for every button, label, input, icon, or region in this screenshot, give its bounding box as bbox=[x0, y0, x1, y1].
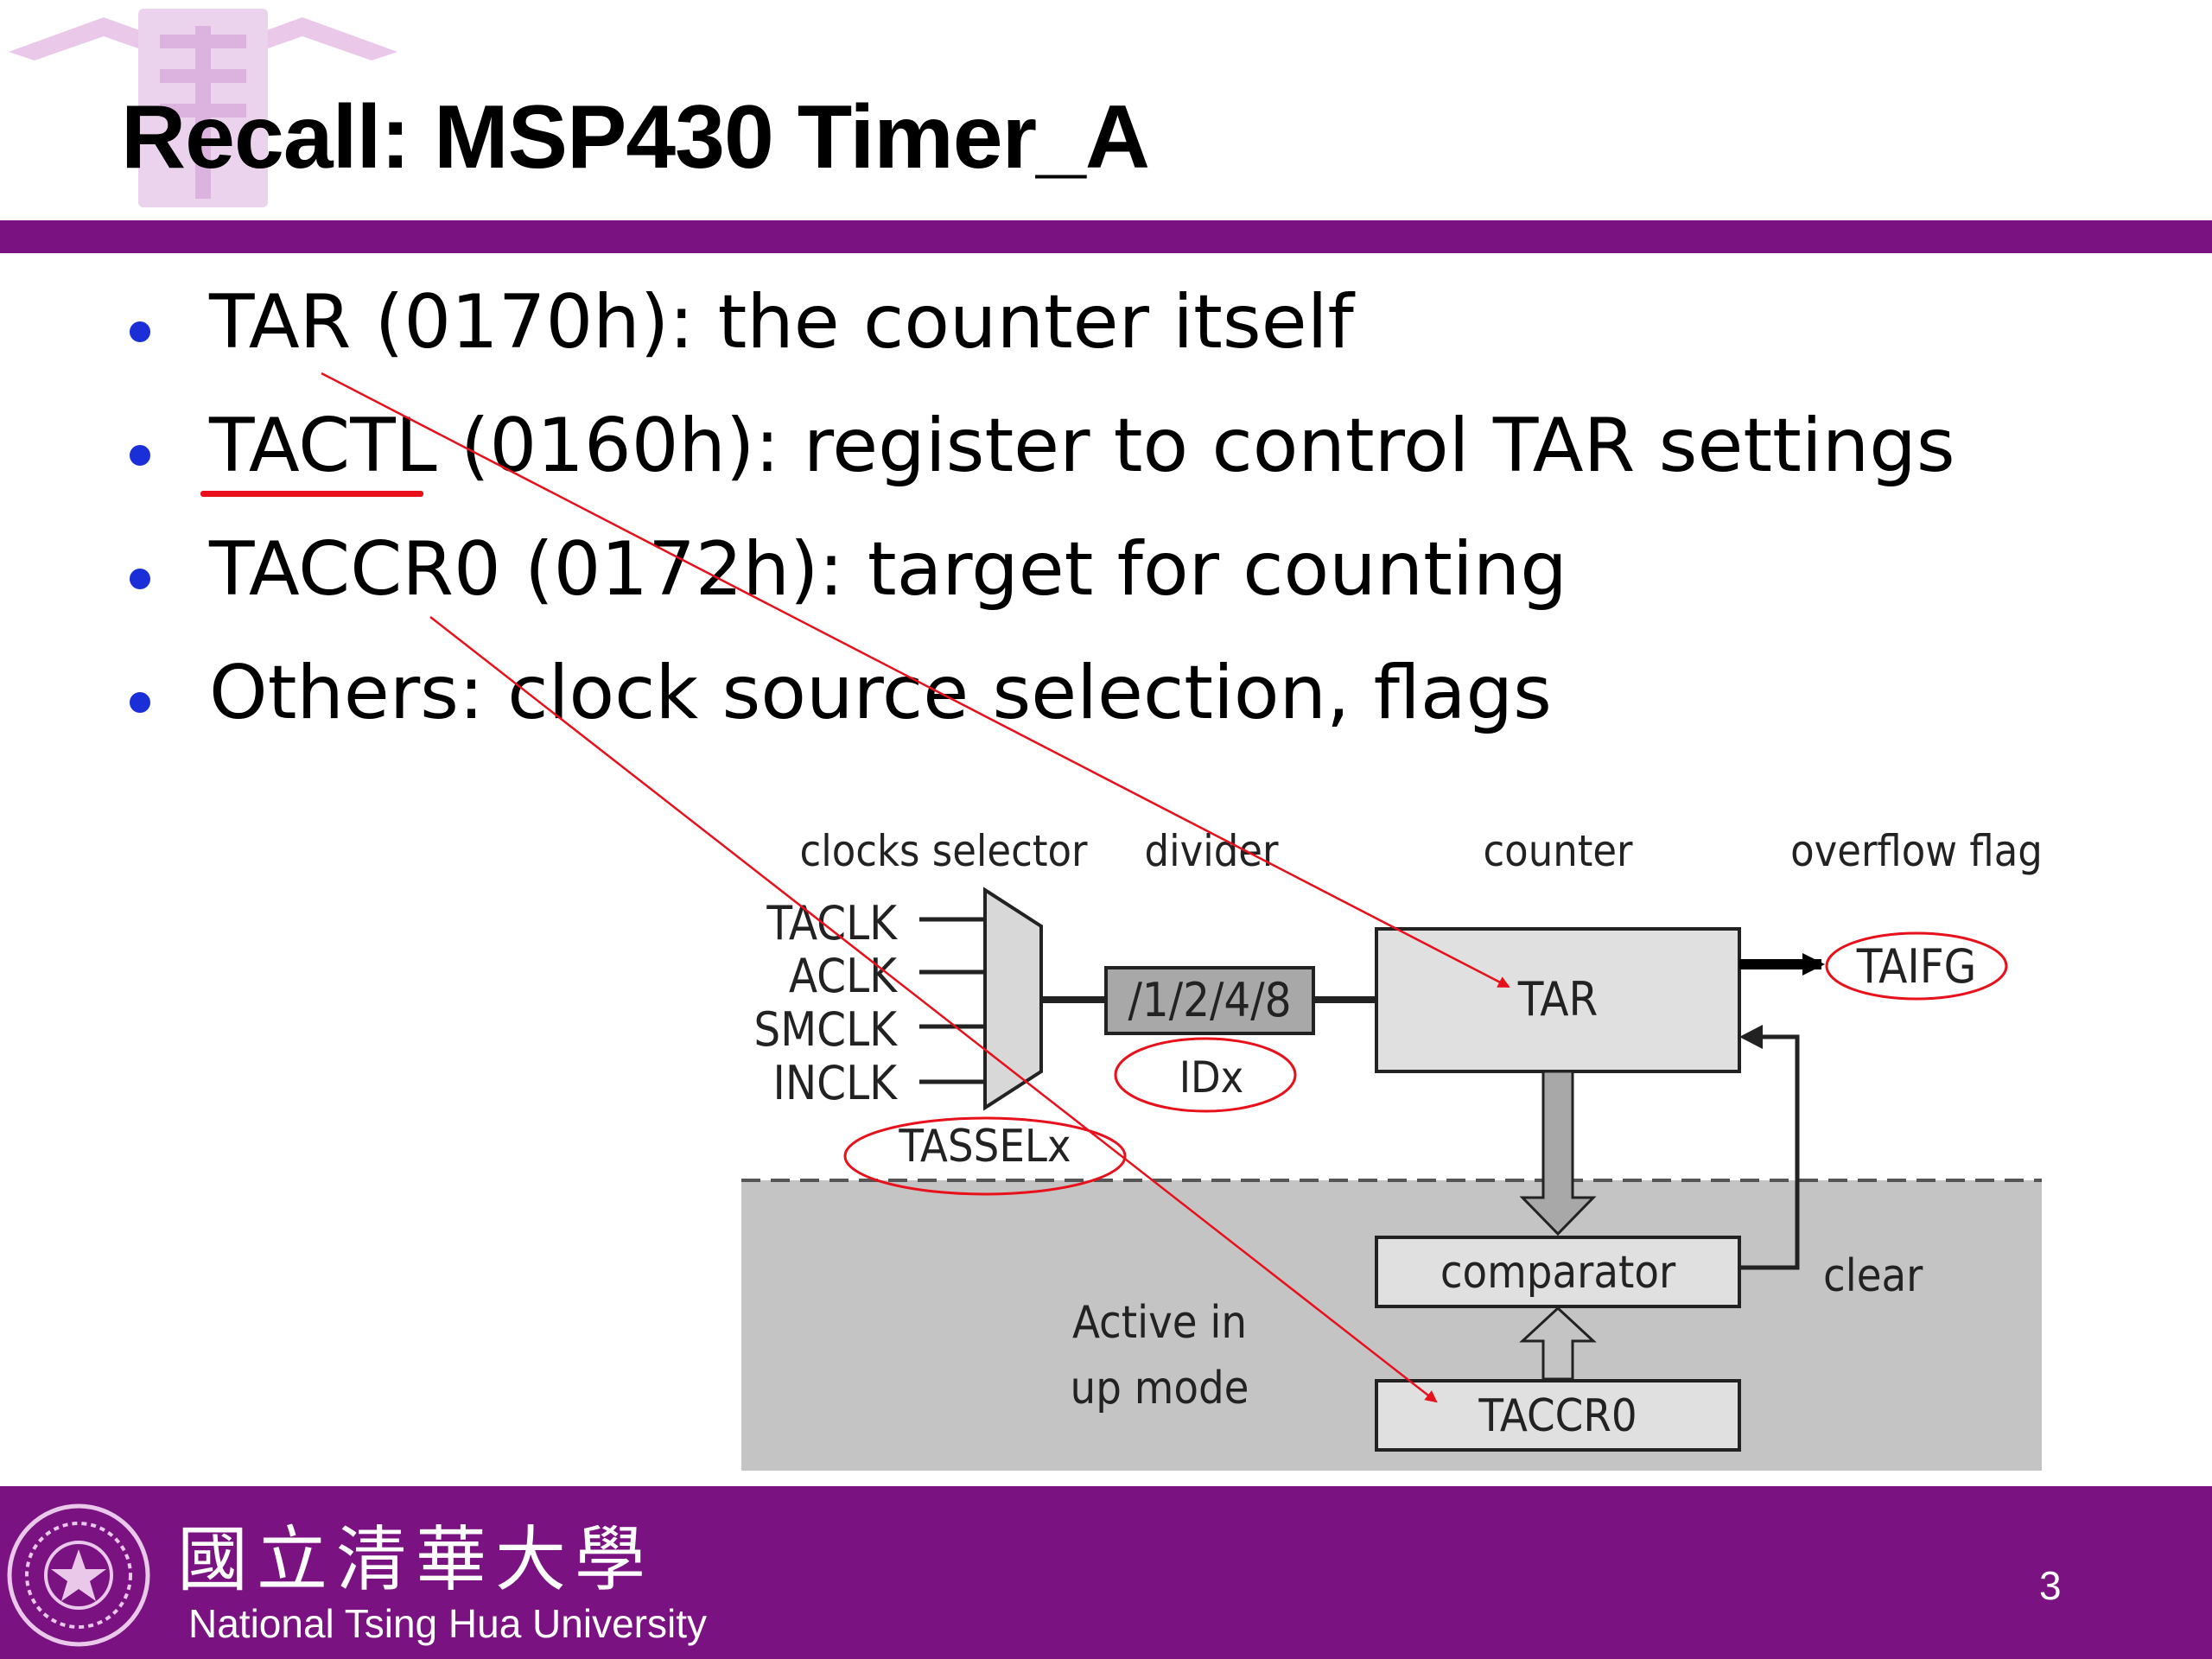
counter-tar-box bbox=[1375, 927, 1741, 1073]
taccr0-label: TACCR0 bbox=[1478, 1390, 1637, 1442]
divider-box bbox=[1104, 966, 1315, 1035]
clock-mux bbox=[983, 887, 1043, 1111]
input-aclk: ACLK bbox=[789, 949, 898, 1003]
clear-label: clear bbox=[1823, 1250, 1923, 1302]
clear-feedback-arrowhead bbox=[1739, 1025, 1763, 1049]
header-clocks-selector: clocks selector bbox=[800, 826, 1088, 876]
taifg-label: TAIFG bbox=[1856, 939, 1977, 994]
header-overflow-flag: overflow flag bbox=[1790, 826, 2043, 876]
diagram-bottom-edge bbox=[726, 1471, 2065, 1486]
university-logo-watermark bbox=[9, 9, 397, 207]
tassel-red-ellipse bbox=[843, 1116, 1127, 1196]
input-inclk: INCLK bbox=[773, 1056, 899, 1110]
red-arrow-tar bbox=[321, 372, 1510, 988]
bullet-text: TACCR0 (0172h): target for counting bbox=[209, 526, 1567, 613]
counter-comparator-arrow bbox=[1519, 1070, 1597, 1236]
slide-title: Recall: MSP430 Timer_A bbox=[121, 87, 1150, 188]
tassel-label: TASSELx bbox=[898, 1121, 1071, 1173]
divider-label: /1/2/4/8 bbox=[1128, 973, 1291, 1027]
title-divider-bar bbox=[0, 220, 2212, 253]
red-arrow-taccr0 bbox=[429, 616, 1438, 1403]
comparator-label: comparator bbox=[1440, 1247, 1676, 1299]
footer-university-en: National Tsing Hua University bbox=[188, 1601, 707, 1646]
input-taclk: TACLK bbox=[766, 896, 898, 950]
taifg-red-ellipse bbox=[1825, 931, 2008, 1001]
footer-bar bbox=[0, 1486, 2212, 1659]
input-smclk: SMCLK bbox=[753, 1002, 898, 1057]
university-seal-icon bbox=[7, 1503, 150, 1647]
comparator-box bbox=[1375, 1236, 1741, 1308]
bullet-dot bbox=[130, 692, 150, 713]
bullet-text: TAR (0170h): the counter itself bbox=[209, 279, 1354, 365]
footer-university-cn: 國立清華大學 bbox=[177, 1519, 655, 1601]
active-label-line1: Active in bbox=[1072, 1297, 1247, 1349]
clear-feedback-line bbox=[1739, 1034, 1800, 1270]
bullet-text: Others: clock source selection, flags bbox=[209, 650, 1552, 736]
idx-label: IDx bbox=[1179, 1052, 1244, 1103]
page-number: 3 bbox=[2039, 1563, 2062, 1608]
header-counter: counter bbox=[1483, 826, 1633, 876]
tactl-red-underline bbox=[200, 491, 423, 497]
bullet-text: TACTL (0160h): register to control TAR s… bbox=[209, 403, 1955, 489]
idx-red-ellipse bbox=[1114, 1037, 1297, 1113]
active-label-line2: up mode bbox=[1071, 1363, 1249, 1414]
bullet-dot bbox=[130, 569, 150, 589]
bullet-dot bbox=[130, 445, 150, 466]
bullet-dot bbox=[130, 321, 150, 342]
taccr0-comparator-arrow bbox=[1519, 1306, 1597, 1381]
counter-tar-label: TAR bbox=[1517, 972, 1598, 1027]
